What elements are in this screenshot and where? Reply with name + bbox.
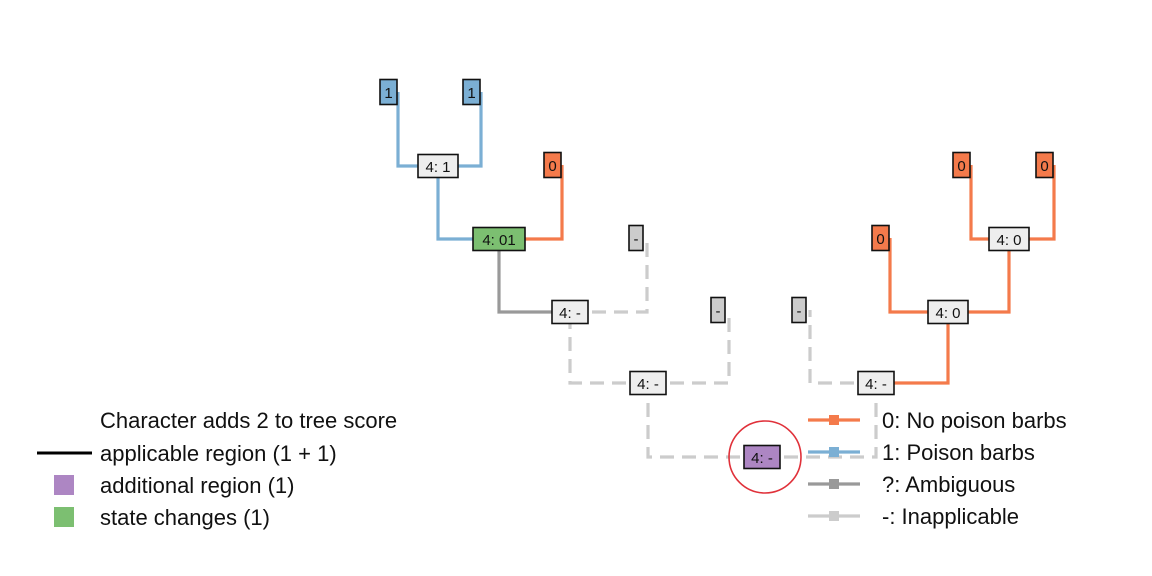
node-label: - bbox=[716, 303, 721, 320]
node-label: - bbox=[634, 231, 639, 248]
internal-node: 4: 0 bbox=[927, 299, 969, 325]
additional-region-swatch-icon bbox=[54, 475, 74, 495]
internal-node: 4: - bbox=[551, 299, 589, 325]
node-label: - bbox=[797, 303, 802, 320]
tip-node: 1 bbox=[462, 78, 481, 106]
node-label: 4: - bbox=[637, 376, 659, 393]
internal-node: 4: 0 bbox=[988, 226, 1030, 252]
internal-node: 4: - bbox=[629, 370, 667, 396]
state-legend: 0: No poison barbs 1: Poison barbs ?: Am… bbox=[808, 408, 1067, 529]
state-legend-marker-icon bbox=[829, 511, 839, 521]
state-legend-marker-icon bbox=[829, 447, 839, 457]
tip-node: 0 bbox=[871, 224, 890, 252]
state-legend-0: 0: No poison barbs bbox=[882, 408, 1067, 433]
node-label: 4: 0 bbox=[935, 305, 960, 322]
tip-node: 0 bbox=[952, 151, 971, 179]
tip-node: - bbox=[710, 296, 726, 324]
root-highlight-circle bbox=[728, 420, 802, 494]
score-legend-applicable: applicable region (1 + 1) bbox=[100, 441, 337, 466]
root-node: 4: - bbox=[743, 444, 781, 470]
internal-node: 4: - bbox=[857, 370, 895, 396]
state-legend-marker-icon bbox=[829, 479, 839, 489]
tree-edge bbox=[568, 312, 648, 385]
score-legend-state-changes: state changes (1) bbox=[100, 505, 270, 530]
score-legend-additional: additional region (1) bbox=[100, 473, 294, 498]
node-label: 1 bbox=[467, 85, 475, 102]
node-label: 0 bbox=[1040, 158, 1048, 175]
state-legend-inapplicable: -: Inapplicable bbox=[882, 504, 1019, 529]
node-label: 0 bbox=[957, 158, 965, 175]
node-label: 1 bbox=[384, 85, 392, 102]
node-label: 0 bbox=[548, 158, 556, 175]
node-label: 4: - bbox=[865, 376, 887, 393]
tree-edge bbox=[762, 383, 878, 459]
tip-node: 1 bbox=[379, 78, 398, 106]
node-label: 0 bbox=[876, 231, 884, 248]
node-label: 4: 1 bbox=[425, 159, 450, 176]
state-legend-1: 1: Poison barbs bbox=[882, 440, 1035, 465]
tree-nodes: 1 1 0 - - - 0 0 0 4: 1 4: 01 4: - 4: - 4: 0 4: 0 4: - 4:… bbox=[379, 78, 1054, 470]
tree-edge bbox=[570, 238, 649, 314]
internal-node: 4: 1 bbox=[417, 153, 459, 179]
tree-edge bbox=[648, 310, 731, 385]
internal-node: 4: 01 bbox=[472, 226, 526, 252]
tip-node: 0 bbox=[1035, 151, 1054, 179]
tree-edges bbox=[396, 92, 1056, 459]
state-legend-marker-icon bbox=[829, 415, 839, 425]
state-change-swatch-icon bbox=[54, 507, 74, 527]
node-label: 4: 0 bbox=[996, 232, 1021, 249]
tree-edge bbox=[646, 383, 762, 459]
tree-edge bbox=[497, 239, 570, 314]
node-label: 4: - bbox=[751, 450, 773, 467]
root-highlight-ring bbox=[728, 420, 802, 494]
tip-node: 0 bbox=[543, 151, 562, 179]
tree-edge bbox=[808, 310, 876, 385]
tip-node: - bbox=[628, 224, 644, 252]
score-legend: Character adds 2 to tree score applicabl… bbox=[37, 408, 397, 530]
node-label: 4: - bbox=[559, 305, 581, 322]
tree-edge bbox=[876, 312, 950, 385]
score-legend-title: Character adds 2 to tree score bbox=[100, 408, 397, 433]
state-legend-ambiguous: ?: Ambiguous bbox=[882, 472, 1015, 497]
node-label: 4: 01 bbox=[482, 232, 515, 249]
tip-node: - bbox=[791, 296, 807, 324]
